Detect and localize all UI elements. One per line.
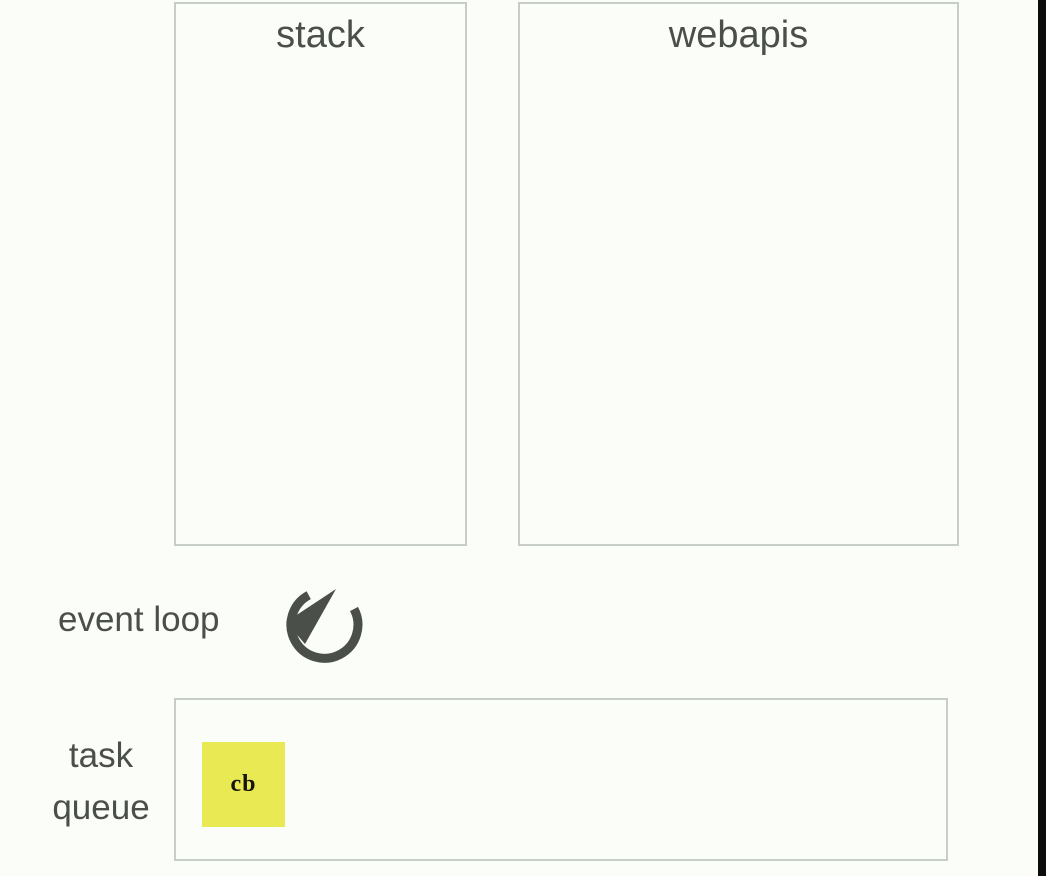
stack-panel-title: stack: [276, 14, 365, 56]
task-queue-item-label: cb: [230, 771, 257, 797]
stack-panel: stack: [174, 2, 467, 546]
task-queue-label-line2: queue: [52, 788, 150, 827]
right-edge-strip: [1038, 0, 1046, 876]
task-queue-panel: [174, 698, 948, 861]
circular-arrow-icon: [278, 585, 370, 665]
task-queue-item[interactable]: cb: [202, 742, 285, 827]
task-queue-label-line1: task: [68, 736, 134, 775]
webapis-panel-title: webapis: [668, 14, 809, 56]
event-loop-label: event loop: [58, 600, 220, 639]
webapis-panel: webapis: [518, 2, 959, 546]
task-queue-label: task queue: [38, 730, 164, 834]
